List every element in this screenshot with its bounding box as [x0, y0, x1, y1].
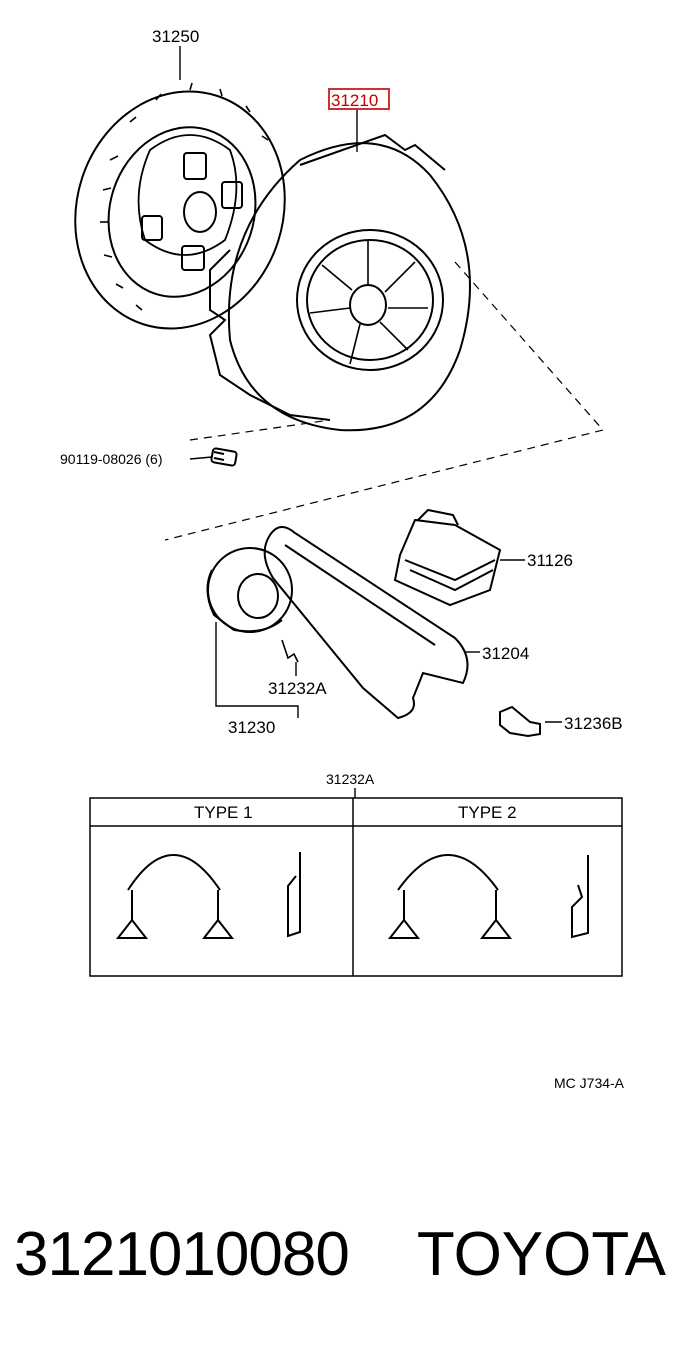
part-footer: 3121010080 TOYOTA — [0, 1215, 680, 1305]
fork-pivot[interactable] — [499, 705, 541, 738]
clutch-parts-diagram: 31250 31210 90119-08026 (6) 31126 31204 … — [45, 27, 625, 1091]
release-fork-boot[interactable] — [393, 508, 502, 607]
table-header-type1: TYPE 1 — [194, 803, 253, 822]
table-header-type2: TYPE 2 — [458, 803, 517, 822]
highlight-box-31210 — [328, 88, 390, 110]
label-31210[interactable]: 31210 — [331, 91, 378, 110]
clutch-disc[interactable] — [45, 64, 315, 356]
type2-clip-drawing — [387, 854, 589, 939]
clutch-cover[interactable] — [208, 133, 471, 432]
type1-clip-drawing — [115, 852, 301, 939]
brand-name: TOYOTA — [416, 1220, 666, 1289]
label-31232a-table: 31232A — [326, 771, 375, 787]
label-31232a-callout: 31232A — [268, 679, 327, 698]
assembly-guide-lines — [164, 261, 605, 541]
part-number: 3121010080 — [14, 1220, 350, 1289]
drawing-code: MC J734-A — [554, 1075, 625, 1091]
cover-bolt[interactable] — [210, 447, 238, 467]
label-31126: 31126 — [527, 551, 573, 570]
release-fork[interactable] — [263, 526, 469, 720]
leader-lines — [179, 46, 562, 798]
label-31230: 31230 — [228, 718, 275, 737]
bearing-clip[interactable] — [281, 639, 299, 663]
label-31250: 31250 — [152, 27, 199, 46]
label-31204: 31204 — [482, 644, 529, 663]
label-31236b: 31236B — [564, 714, 623, 733]
label-bolt: 90119-08026 (6) — [60, 451, 162, 467]
release-bearing[interactable] — [206, 547, 293, 633]
clip-type-table — [89, 797, 623, 977]
